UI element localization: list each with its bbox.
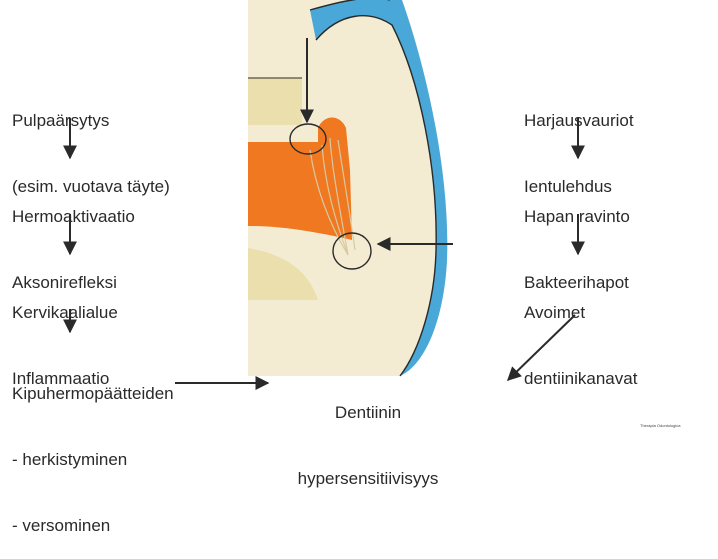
right-step-3-line2: dentiinikanavat [524,368,637,390]
left-step-4-line3: - versominen [12,515,174,537]
result-line1: Dentiinin [268,402,468,424]
left-step-1-line1: Pulpaärsytys [12,110,170,132]
left-step-4: Kipuhermopäätteiden - herkistyminen - ve… [12,339,174,559]
left-step-2-line1: Hermoaktivaatio [12,206,135,228]
result-line2: hypersensitiivisyys [268,468,468,490]
root-cementum [248,78,302,125]
right-step-3: Avoimet dentiinikanavat [524,258,637,412]
right-step-2-line1: Hapan ravinto [524,206,630,228]
right-step-1-line1: Harjausvauriot [524,110,634,132]
right-step-3-line1: Avoimet [524,302,637,324]
left-step-4-line1: Kipuhermopäätteiden [12,383,174,405]
left-step-3-line1: Kervikaalialue [12,302,118,324]
left-step-4-line2: - herkistyminen [12,449,174,471]
credit-label: Therapia Odontologica [640,423,680,428]
result-label: Dentiinin hypersensitiivisyys [268,358,468,512]
